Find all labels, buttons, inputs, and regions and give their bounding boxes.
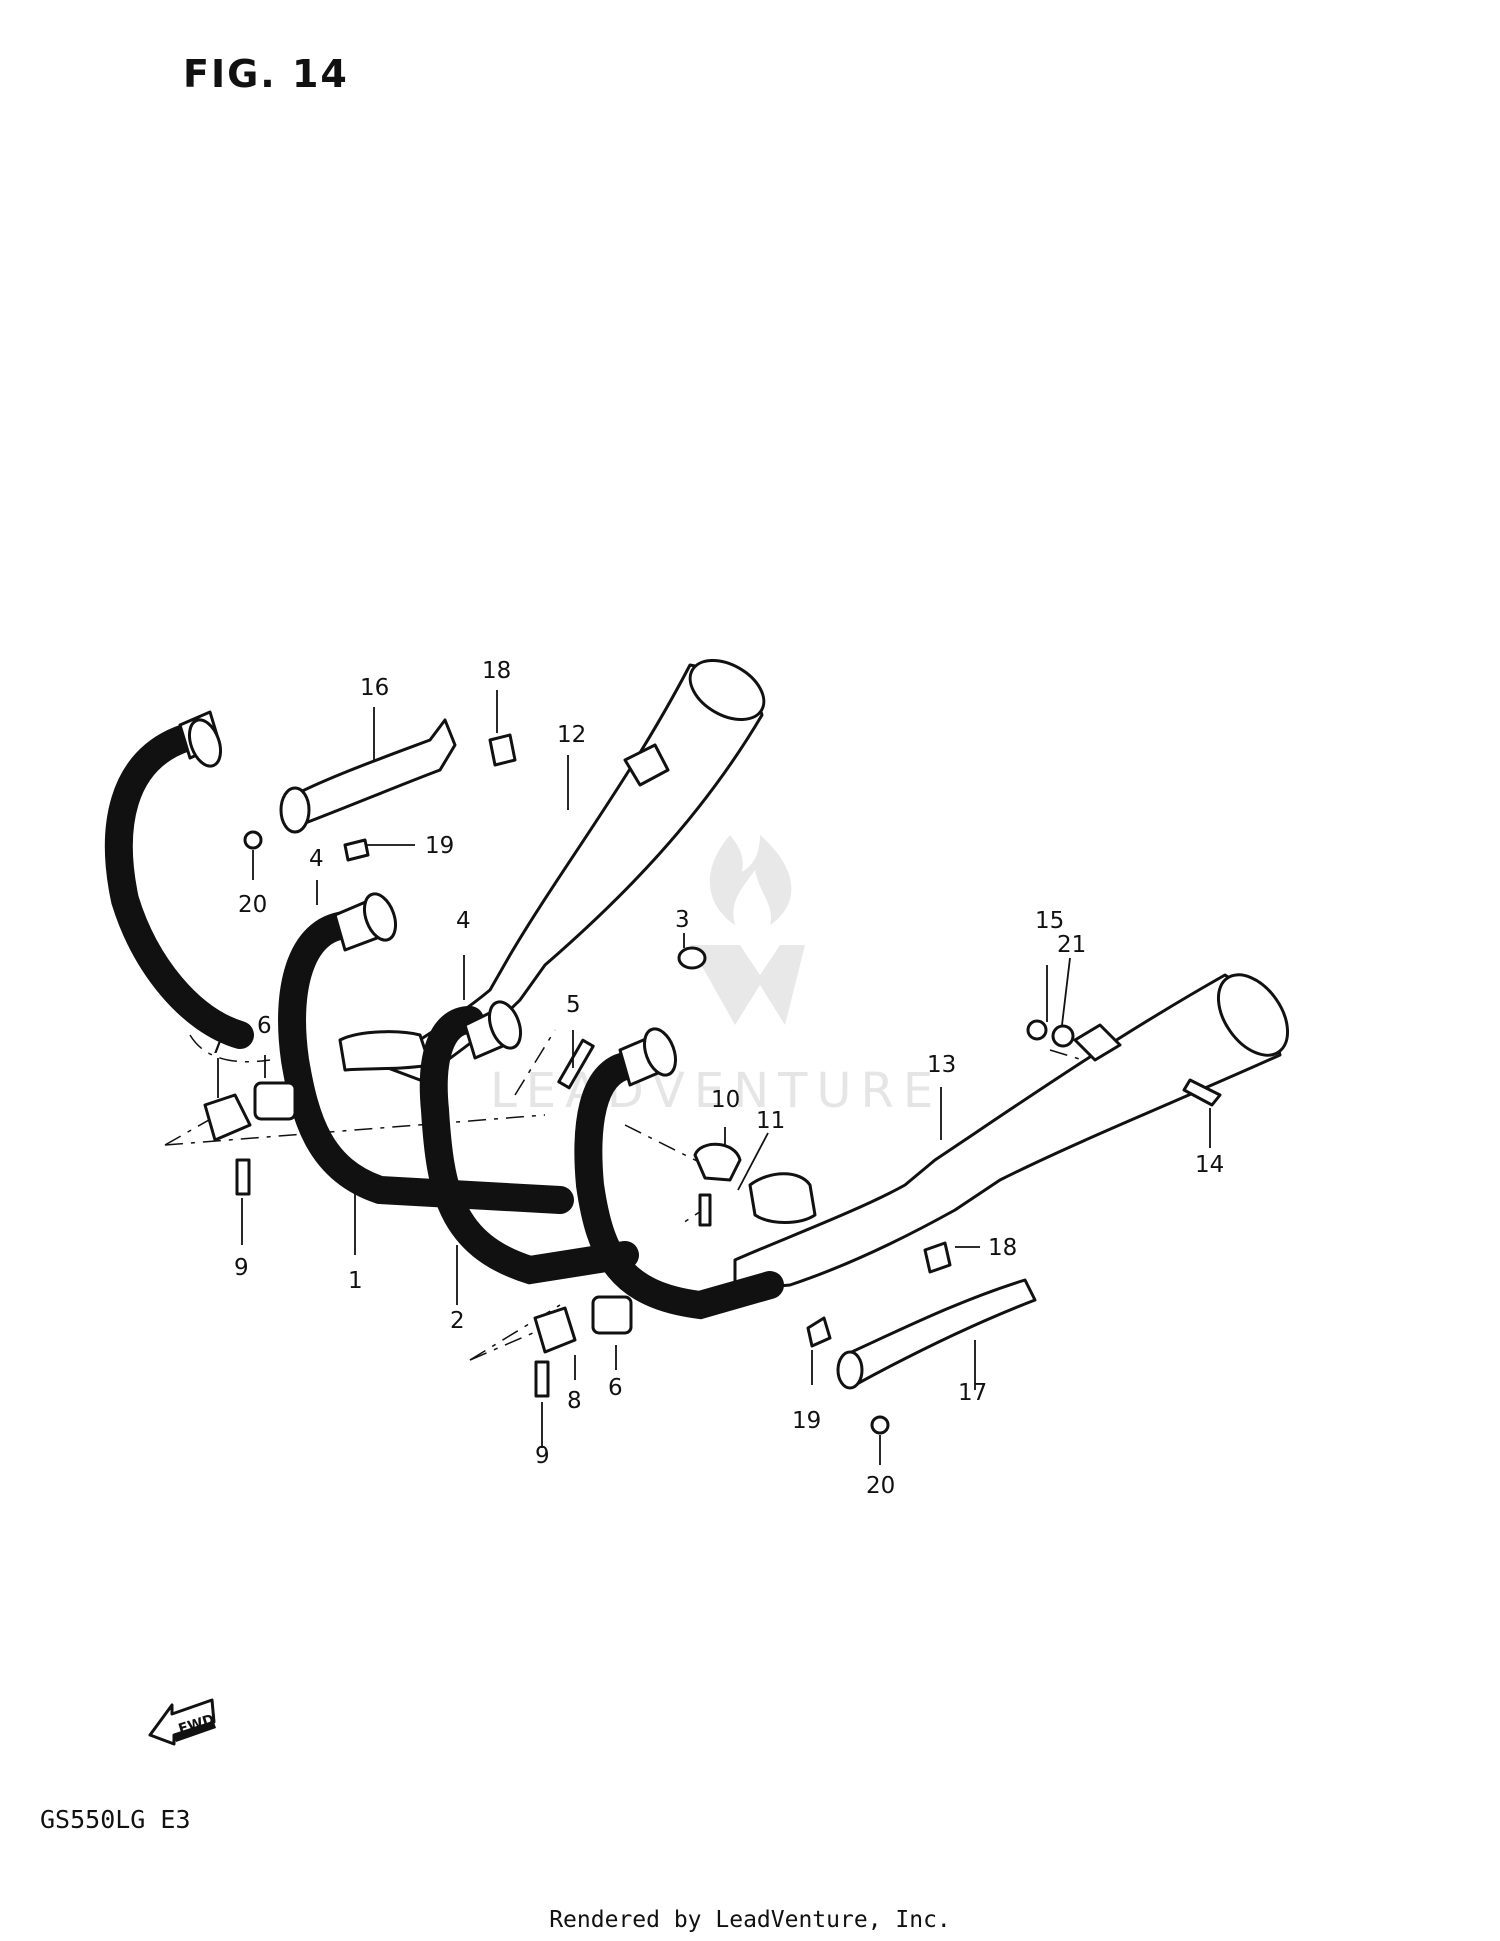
callout-12: 12 bbox=[557, 722, 586, 748]
exhaust-pipes bbox=[104, 724, 784, 1320]
callout-18-lower: 18 bbox=[988, 1235, 1017, 1261]
callout-5: 5 bbox=[566, 992, 581, 1018]
part-9-bolt-b bbox=[534, 1360, 550, 1398]
part-11-bolt bbox=[698, 1193, 712, 1227]
callout-6-right: 6 bbox=[608, 1375, 623, 1401]
callout-2: 2 bbox=[450, 1308, 465, 1334]
callout-10: 10 bbox=[711, 1087, 740, 1113]
part-8-clamp bbox=[533, 1306, 577, 1354]
model-code: GS550LG E3 bbox=[40, 1805, 191, 1834]
part-15-nut bbox=[1026, 1019, 1048, 1041]
callout-21: 21 bbox=[1057, 932, 1086, 958]
callout-18-top: 18 bbox=[482, 658, 511, 684]
part-14-bolt bbox=[1182, 1078, 1222, 1107]
callout-1: 1 bbox=[348, 1268, 363, 1294]
part-18-bracket-b bbox=[923, 1241, 952, 1274]
callout-20-lower: 20 bbox=[866, 1473, 895, 1499]
small-hardware bbox=[203, 733, 1222, 1435]
flanges-part-4 bbox=[178, 710, 678, 1087]
part-9-bolt-a bbox=[235, 1158, 251, 1196]
callout-14: 14 bbox=[1195, 1152, 1224, 1178]
callout-13: 13 bbox=[927, 1052, 956, 1078]
part-20-screw-a bbox=[243, 830, 263, 850]
callout-8: 8 bbox=[567, 1388, 582, 1414]
part-6-sleeve-a bbox=[253, 1081, 297, 1121]
part-12-upper-muffler bbox=[338, 659, 766, 1082]
callout-16: 16 bbox=[360, 675, 389, 701]
callout-20-top: 20 bbox=[238, 892, 267, 918]
part-10-clamp bbox=[693, 1142, 742, 1182]
part-18-bracket-a bbox=[488, 733, 517, 767]
callout-4-left: 4 bbox=[309, 846, 324, 872]
part-20-screw-b bbox=[870, 1415, 890, 1435]
callout-15: 15 bbox=[1035, 908, 1064, 934]
callout-11: 11 bbox=[756, 1108, 785, 1134]
part-7-clamp bbox=[203, 1093, 252, 1142]
part-21-washer bbox=[1051, 1024, 1075, 1048]
callout-3: 3 bbox=[675, 907, 690, 933]
callout-9-right: 9 bbox=[535, 1443, 550, 1469]
part-19-bracket-a bbox=[343, 838, 370, 862]
part-17-heat-shield bbox=[836, 1278, 1037, 1390]
part-16-heat-shield bbox=[279, 718, 457, 834]
part-3-gasket bbox=[677, 946, 707, 970]
figure-title: FIG. 14 bbox=[183, 52, 349, 96]
part-5-bolt bbox=[557, 1038, 595, 1090]
fwd-arrow-icon: FWD bbox=[148, 1698, 216, 1746]
part-13-lower-muffler bbox=[733, 973, 1290, 1292]
callout-19-top: 19 bbox=[425, 833, 454, 859]
leader-lines bbox=[217, 690, 1211, 1465]
callout-4-right: 4 bbox=[456, 908, 471, 934]
callout-19-lower: 19 bbox=[792, 1408, 821, 1434]
callout-7: 7 bbox=[210, 1033, 225, 1059]
part-19-bracket-b bbox=[806, 1316, 832, 1348]
callout-9-left: 9 bbox=[234, 1255, 249, 1281]
render-footer: Rendered by LeadVenture, Inc. bbox=[549, 1907, 951, 1933]
callout-17: 17 bbox=[958, 1380, 987, 1406]
part-6-sleeve-b bbox=[591, 1295, 633, 1335]
callouts: 1 2 3 4 4 5 6 6 7 8 9 9 10 11 12 13 14 1… bbox=[210, 658, 1224, 1499]
callout-6-left: 6 bbox=[257, 1013, 272, 1039]
